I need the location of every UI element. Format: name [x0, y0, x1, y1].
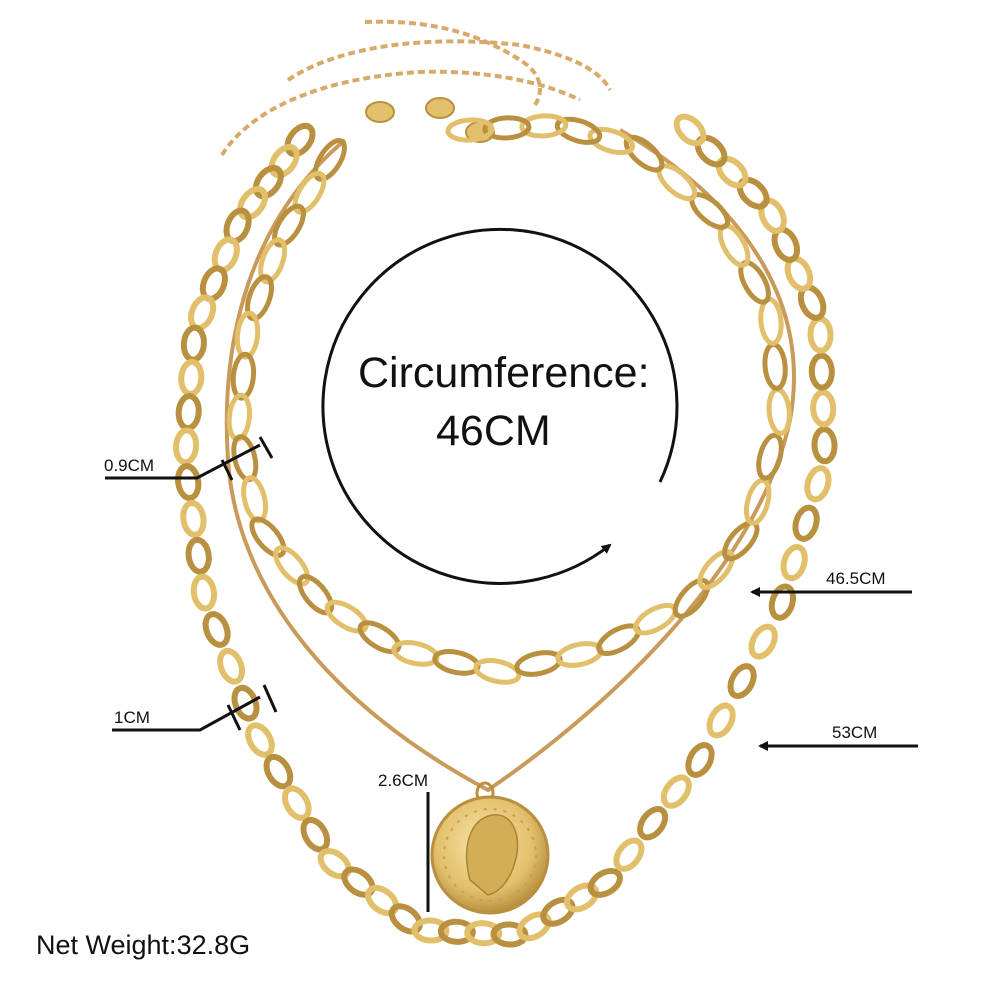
paperclip-link: [313, 138, 347, 182]
outer-chain-link: [563, 882, 600, 913]
circumference-arrow: [321, 227, 679, 585]
circumference-title: Circumference:: [358, 349, 650, 397]
outer-chain-link: [202, 611, 231, 648]
outer-chain-link: [263, 753, 294, 790]
paperclip-link: [445, 117, 495, 143]
outer-length-label: 53CM: [832, 723, 878, 742]
paperclip-link: [245, 274, 274, 322]
outer-chain-link: [758, 197, 787, 234]
paperclip-link: [391, 640, 440, 667]
outer-chain-link: [175, 393, 202, 432]
paperclip-link: [473, 658, 522, 685]
outer-chain-link: [365, 884, 400, 917]
paperclip-link: [432, 649, 481, 676]
outer-chain-link: [736, 176, 770, 210]
paperclip-link: [357, 620, 402, 655]
thick-chain-width-label: 1CM: [114, 708, 150, 727]
paperclip-link: [292, 170, 327, 215]
paperclip-link: [743, 477, 772, 526]
outer-chain-link: [180, 324, 207, 363]
outer-thick-chain: [173, 113, 838, 948]
outer-chain-link: [808, 352, 835, 391]
paperclip-link: [762, 341, 788, 391]
outer-chain-link: [252, 164, 284, 200]
outer-chain-link: [245, 722, 275, 758]
paperclip-link: [633, 602, 678, 636]
outer-chain-link: [694, 134, 728, 168]
outer-chain-link: [317, 848, 352, 880]
outer-chain-link: [706, 702, 736, 739]
outer-chain-link: [178, 358, 205, 397]
paperclip-link: [697, 549, 735, 590]
paperclip-link: [258, 237, 288, 285]
outer-chain-link: [190, 573, 218, 612]
outer-chain-link: [792, 504, 820, 542]
coin-pendant: [430, 781, 550, 915]
outer-chain-link: [516, 911, 552, 942]
paperclip-link: [234, 310, 261, 360]
outer-chain-link: [284, 122, 316, 158]
outer-chain-link: [437, 918, 476, 945]
paperclip-link: [756, 432, 784, 481]
outer-chain-link: [180, 499, 207, 538]
paperclip-link: [249, 516, 287, 558]
outer-chain-link: [587, 867, 623, 898]
outer-chain-link: [748, 623, 778, 660]
paperclip-link: [230, 351, 257, 401]
outer-chain-link: [268, 143, 300, 179]
outer-chain-link: [281, 785, 312, 821]
pendant-diameter-label: 2.6CM: [378, 771, 429, 790]
outer-chain-link: [185, 536, 212, 575]
outer-chain-link: [811, 426, 838, 465]
paperclip-link: [519, 113, 569, 139]
outer-chain-link: [341, 866, 376, 898]
outer-chain-link: [768, 583, 797, 621]
outer-chain-link: [673, 113, 707, 147]
paperclip-link: [482, 115, 532, 141]
paperclip-link: [226, 392, 252, 442]
circumference-value: 46CM: [436, 407, 551, 455]
outer-chain-link: [637, 806, 669, 841]
paperclip-link: [324, 599, 369, 634]
paperclip-link: [514, 650, 563, 677]
outer-chain-link: [173, 427, 200, 466]
paperclip-link: [766, 387, 792, 436]
outer-chain-link: [464, 920, 503, 947]
middle-length-label: 46.5CM: [826, 569, 886, 588]
outer-chain-link: [217, 647, 246, 685]
outer-chain-link: [807, 315, 834, 354]
outer-chain-link: [540, 896, 576, 927]
paperclip-link: [296, 573, 335, 616]
outer-chain-link: [613, 837, 645, 872]
net-weight-label: Net Weight:32.8G: [36, 930, 251, 960]
outer-chain-link: [780, 544, 808, 582]
middle-box-chain: [224, 128, 796, 793]
paperclip-link: [672, 577, 711, 619]
outer-chain-link: [388, 903, 423, 935]
paperclip-link: [554, 116, 603, 145]
outer-chain-link: [237, 186, 269, 221]
paperclip-link: [272, 203, 306, 248]
paperclip-link: [758, 296, 784, 346]
thin-chain-width-label: 0.9CM: [104, 456, 155, 475]
outer-chain-link: [715, 155, 749, 189]
paperclip-link: [587, 126, 636, 156]
inner-paperclip-chain: [226, 113, 792, 685]
outer-chain-link: [175, 463, 202, 502]
extender-chains: [220, 19, 612, 157]
paperclip-link: [241, 475, 269, 524]
outer-chain-link: [685, 742, 715, 778]
outer-chain-link: [411, 917, 450, 944]
paperclip-link: [555, 641, 604, 668]
outer-chain-link: [660, 774, 692, 809]
outer-chain-link: [300, 816, 331, 853]
outer-chain-link: [727, 663, 757, 699]
paperclip-link: [273, 545, 311, 587]
dimension-marks: [105, 436, 918, 912]
outer-chain-link: [804, 465, 832, 503]
outer-chain-link: [810, 389, 837, 428]
